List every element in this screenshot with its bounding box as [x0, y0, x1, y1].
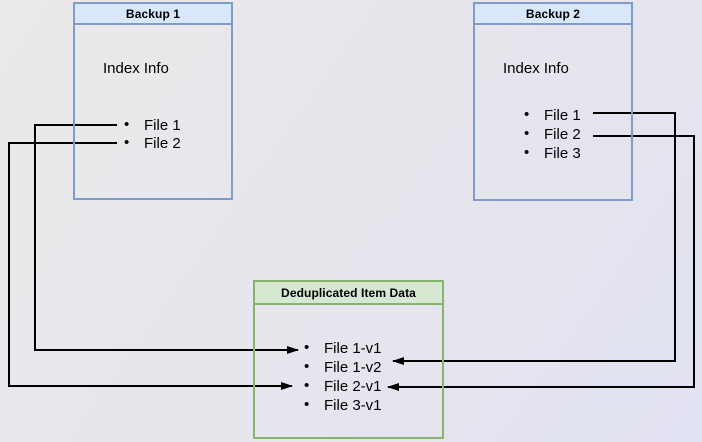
dedup-item-list: File 1-v1 File 1-v2 File 2-v1 File 3-v1 — [303, 338, 382, 415]
dedup-title: Deduplicated Item Data — [255, 282, 442, 305]
backup1-file1: File 1 — [123, 116, 181, 135]
backup2-file1: File 1 — [523, 105, 581, 125]
dedup-box: Deduplicated Item Data File 1-v1 File 1-… — [253, 280, 444, 439]
backup1-box: Backup 1 Index Info File 1 File 2 — [73, 2, 233, 200]
backup2-title: Backup 2 — [475, 4, 631, 25]
backup2-box: Backup 2 Index Info File 1 File 2 File 3 — [473, 2, 633, 201]
dedup-file1-v1: File 1-v1 — [303, 338, 382, 358]
backup1-title: Backup 1 — [75, 4, 231, 25]
dedup-file3-v1: File 3-v1 — [303, 395, 382, 415]
backup1-index-info-label: Index Info — [103, 60, 169, 77]
backup2-index-info-label: Index Info — [503, 60, 569, 77]
backup1-file2: File 2 — [123, 134, 181, 153]
backup1-file-list: File 1 File 2 — [123, 116, 181, 153]
backup2-file2: File 2 — [523, 124, 581, 144]
dedup-file2-v1: File 2-v1 — [303, 376, 382, 396]
backup2-file3: File 3 — [523, 143, 581, 163]
dedup-file1-v2: File 1-v2 — [303, 357, 382, 377]
backup2-file-list: File 1 File 2 File 3 — [523, 105, 581, 163]
